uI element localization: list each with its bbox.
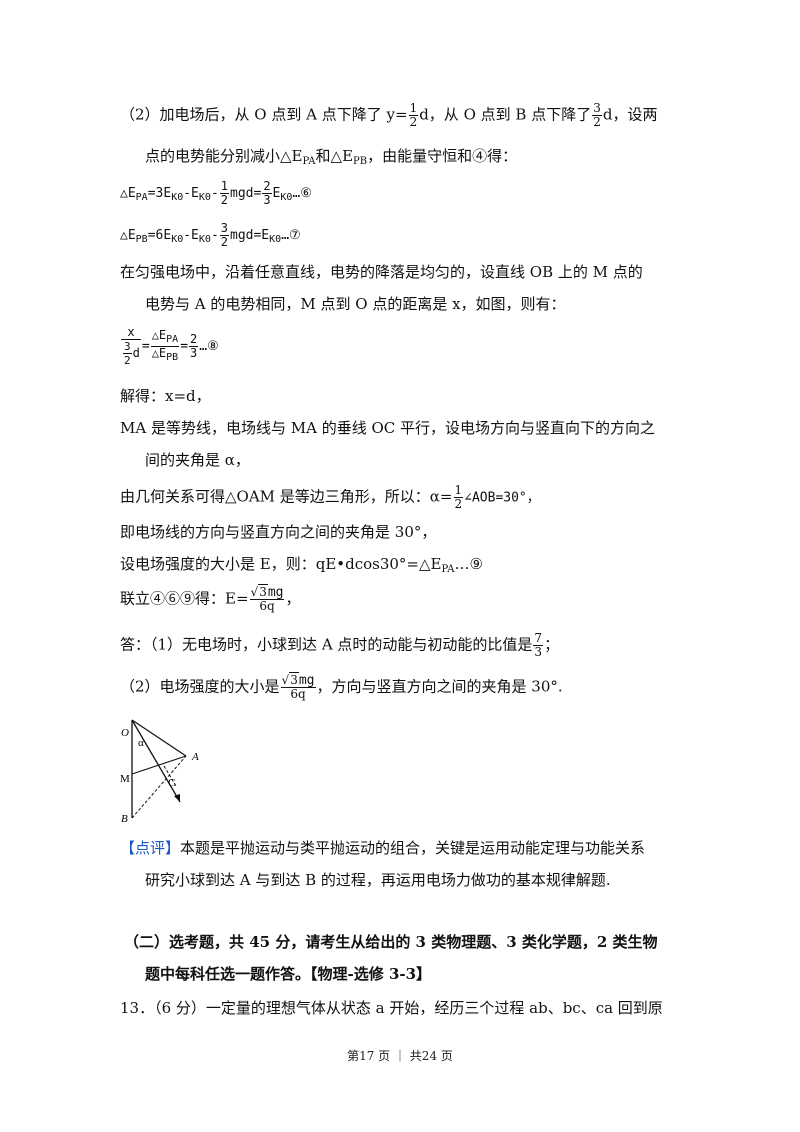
line-BA: [131, 755, 187, 819]
para1-line1: 在匀强电场中，沿着任意直线，电势的降落是均匀的，设直线 OB 上的 M 点的: [120, 263, 643, 281]
para2-line2: 间的夹角是 α，: [145, 451, 250, 469]
label-M: M: [120, 773, 130, 785]
label-B: B: [121, 813, 128, 824]
comment-line2: 研究小球到达 A 与到达 B 的过程，再运用电场力做功的基本规律解题.: [145, 871, 611, 889]
part2-line2: 点的电势能分别减小△EPA和△EPB，由能量守恒和④得：: [145, 147, 518, 167]
question-13: 13．（6 分）一定量的理想气体从状态 a 开始，经历三个过程 ab、bc、ca…: [120, 999, 663, 1017]
field-line-OC: [131, 719, 181, 803]
section-heading-line2: 题中每科任选一题作答。【物理-选修 3-3】: [145, 965, 432, 983]
section-heading-line1: （二）选考题，共 45 分，请考生从给出的 3 类物理题、3 类化学题，2 类生…: [124, 933, 658, 951]
label-alpha: α: [138, 737, 144, 749]
para1-line2: 电势与 A 的电势相同，M 点到 O 点的距离是 x，如图，则有：: [145, 295, 566, 313]
text: d，设两: [602, 105, 658, 124]
para5: 设电场强度的大小是 E，则：qE•dcos30°=△EPA…⑨: [120, 555, 483, 575]
line-AC: [163, 765, 177, 787]
line-OA: [131, 719, 187, 757]
text: （2）加电场后，从 O 点到 A 点下降了 y=: [120, 105, 408, 124]
comment-tag: 【点评】: [120, 839, 181, 857]
page-footer: 第17 页 ｜ 共24 页: [347, 1049, 453, 1063]
comment-line1: 【点评】本题是平抛运动与类平抛运动的组合，关键是运用动能定理与功能关系: [120, 839, 646, 857]
label-C: C: [168, 777, 175, 789]
fraction-energy: △EPA△EPB: [150, 328, 180, 363]
label-A: A: [191, 751, 199, 763]
label-O: O: [121, 727, 129, 739]
geometry-figure: O α A M C B: [120, 719, 199, 824]
text: d，从 O 点到 B 点下降了: [419, 105, 592, 124]
para2-line1: MA 是等势线，电场线与 MA 的垂线 OC 平行，设电场方向与竖直向下的方向之: [120, 419, 656, 437]
arrow-head: [174, 794, 180, 802]
para4: 即电场线的方向与竖直方向之间的夹角是 30°，: [120, 523, 437, 541]
solve-line: 解得：x=d，: [120, 387, 211, 405]
line-MA: [131, 755, 187, 775]
